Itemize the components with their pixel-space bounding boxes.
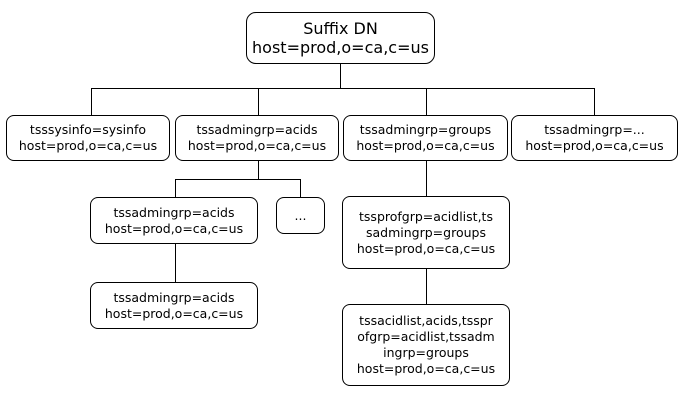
suffix-dn-node[interactable]: Suffix DN host=prod,o=ca,c=us: [246, 12, 435, 64]
acidlist-node[interactable]: tssacidlist,acids,tsspr ofgrp=acidlist,t…: [342, 304, 510, 386]
admingrp-groups-node[interactable]: tssadmingrp=groups host=prod,o=ca,c=us: [343, 115, 508, 161]
suffix-dn-label: Suffix DN host=prod,o=ca,c=us: [252, 19, 429, 57]
profgrp-label: tssprofgrp=acidlist,ts sadmingrp=groups …: [356, 208, 496, 256]
admingrp-groups-label: tssadmingrp=groups host=prod,o=ca,c=us: [356, 122, 495, 153]
acids-ellipsis-label: ...: [294, 207, 307, 223]
admingrp-acids-node[interactable]: tssadmingrp=acids host=prod,o=ca,c=us: [175, 115, 339, 161]
acids-child-node[interactable]: tssadmingrp=acids host=prod,o=ca,c=us: [90, 197, 258, 244]
acidlist-label: tssacidlist,acids,tsspr ofgrp=acidlist,t…: [356, 313, 496, 376]
sysinfo-label: tsssysinfo=sysinfo host=prod,o=ca,c=us: [18, 122, 158, 153]
acids-grandchild-label: tssadmingrp=acids host=prod,o=ca,c=us: [104, 289, 244, 321]
acids-ellipsis-node[interactable]: ...: [276, 197, 325, 234]
admingrp-more-node[interactable]: tssadmingrp=... host=prod,o=ca,c=us: [511, 115, 678, 161]
admingrp-acids-label: tssadmingrp=acids host=prod,o=ca,c=us: [187, 122, 327, 153]
acids-child-label: tssadmingrp=acids host=prod,o=ca,c=us: [104, 204, 244, 236]
admingrp-more-label: tssadmingrp=... host=prod,o=ca,c=us: [525, 122, 664, 153]
acids-grandchild-node[interactable]: tssadmingrp=acids host=prod,o=ca,c=us: [90, 282, 258, 329]
profgrp-node[interactable]: tssprofgrp=acidlist,ts sadmingrp=groups …: [342, 196, 510, 269]
sysinfo-node[interactable]: tsssysinfo=sysinfo host=prod,o=ca,c=us: [6, 115, 170, 161]
